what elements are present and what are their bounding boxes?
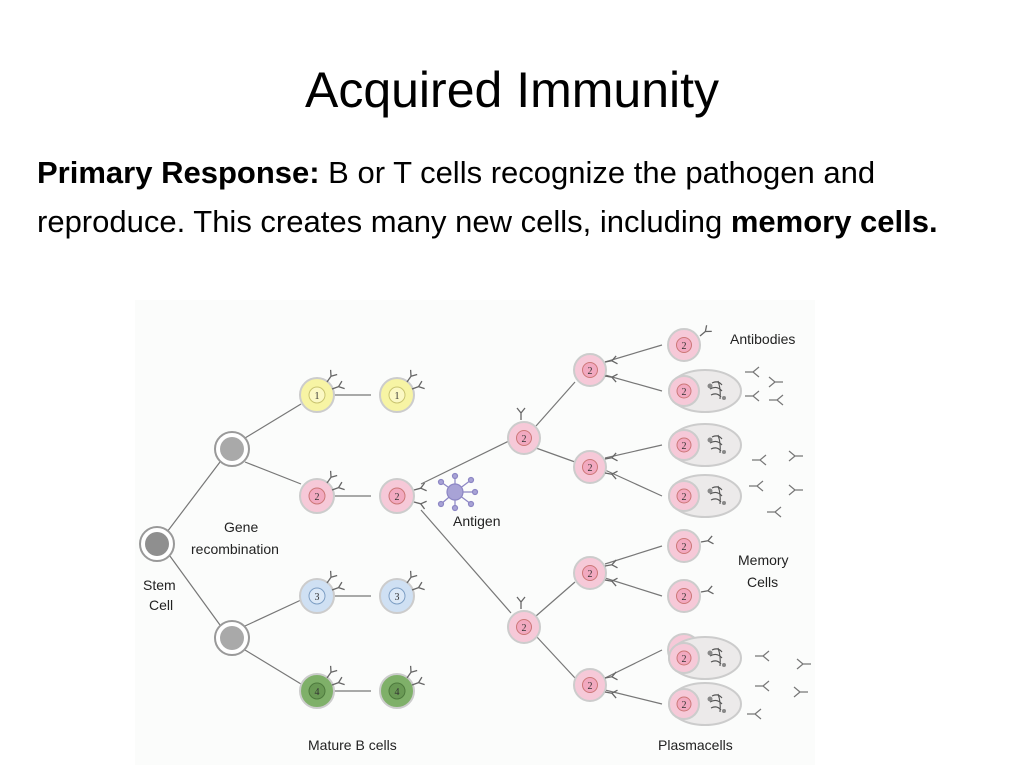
gene-recombination-label-line2: recombination — [191, 541, 279, 557]
clone-number: 2 — [588, 366, 593, 377]
clone-number: 3 — [395, 592, 400, 603]
b-cell-clone-1: 1 — [299, 369, 346, 413]
activated-b-cells — [507, 353, 607, 702]
clone-number: 2 — [682, 387, 687, 398]
clone-number: 2 — [588, 463, 593, 474]
b-cell-clone-3-mature: 3 — [379, 570, 426, 614]
lineage-lines — [166, 344, 663, 705]
b-cell-clone-2-mature: 2 — [379, 478, 428, 514]
activated-cell-numbers: 2 2 2 2 2 2 — [522, 366, 593, 692]
clone-number: 2 — [682, 492, 687, 503]
clone-number: 2 — [588, 569, 593, 580]
clone-number: 2 — [315, 492, 320, 503]
clone-number: 2 — [588, 681, 593, 692]
free-antibodies — [744, 366, 812, 720]
clone-number: 1 — [315, 391, 320, 402]
primary-response-label: Primary Response: — [37, 155, 320, 190]
plasma-cell-lower-group: 2 — [668, 636, 742, 680]
clone-number: 2 — [682, 542, 687, 553]
clone-number: 2 — [682, 341, 687, 352]
b-cell-clone-1-mature: 1 — [379, 369, 426, 413]
b-cell-clone-3: 3 — [299, 570, 346, 614]
antibodies-label: Antibodies — [730, 331, 795, 347]
slide-title: Acquired Immunity — [304, 62, 720, 118]
mature-b-cells-label: Mature B cells — [308, 737, 397, 753]
slide-body: Primary Response: B or T cells recognize… — [37, 148, 1012, 246]
clone-number: 3 — [315, 592, 320, 603]
clone-number: 2 — [522, 434, 527, 445]
b-cell-clone-4: 4 — [299, 665, 346, 709]
clone-number: 2 — [395, 492, 400, 503]
stem-cell-label-line2: Cell — [149, 597, 173, 613]
gene-recombination-label-line1: Gene — [224, 519, 258, 535]
clone-number: 1 — [395, 391, 400, 402]
memory-cells-emphasis: memory cells. — [730, 204, 938, 239]
clone-number: 4 — [315, 687, 320, 698]
b-cell-clone-4-mature: 4 — [379, 665, 426, 709]
stem-cell-label-line1: Stem — [143, 577, 176, 593]
memory-cells-label-line1: Memory — [738, 552, 789, 568]
clone-number: 2 — [682, 441, 687, 452]
clone-number: 2 — [522, 623, 527, 634]
clone-number: 4 — [395, 687, 400, 698]
antigen-particle — [437, 472, 479, 512]
plasma-cells: 2 2 2 2 — [668, 369, 742, 726]
antigen-label: Antigen — [453, 513, 500, 529]
memory-cells-label-line2: Cells — [747, 574, 778, 590]
b-cell-diagram: 1 1 2 2 3 3 4 — [135, 300, 815, 765]
clone-number: 2 — [682, 700, 687, 711]
body-text: B or T cells recognize the pathogen and … — [37, 155, 876, 239]
clone-number: 2 — [682, 654, 687, 665]
b-cell-clone-2: 2 — [299, 470, 346, 514]
plasmacells-label: Plasmacells — [658, 737, 733, 753]
clone-number: 2 — [682, 592, 687, 603]
